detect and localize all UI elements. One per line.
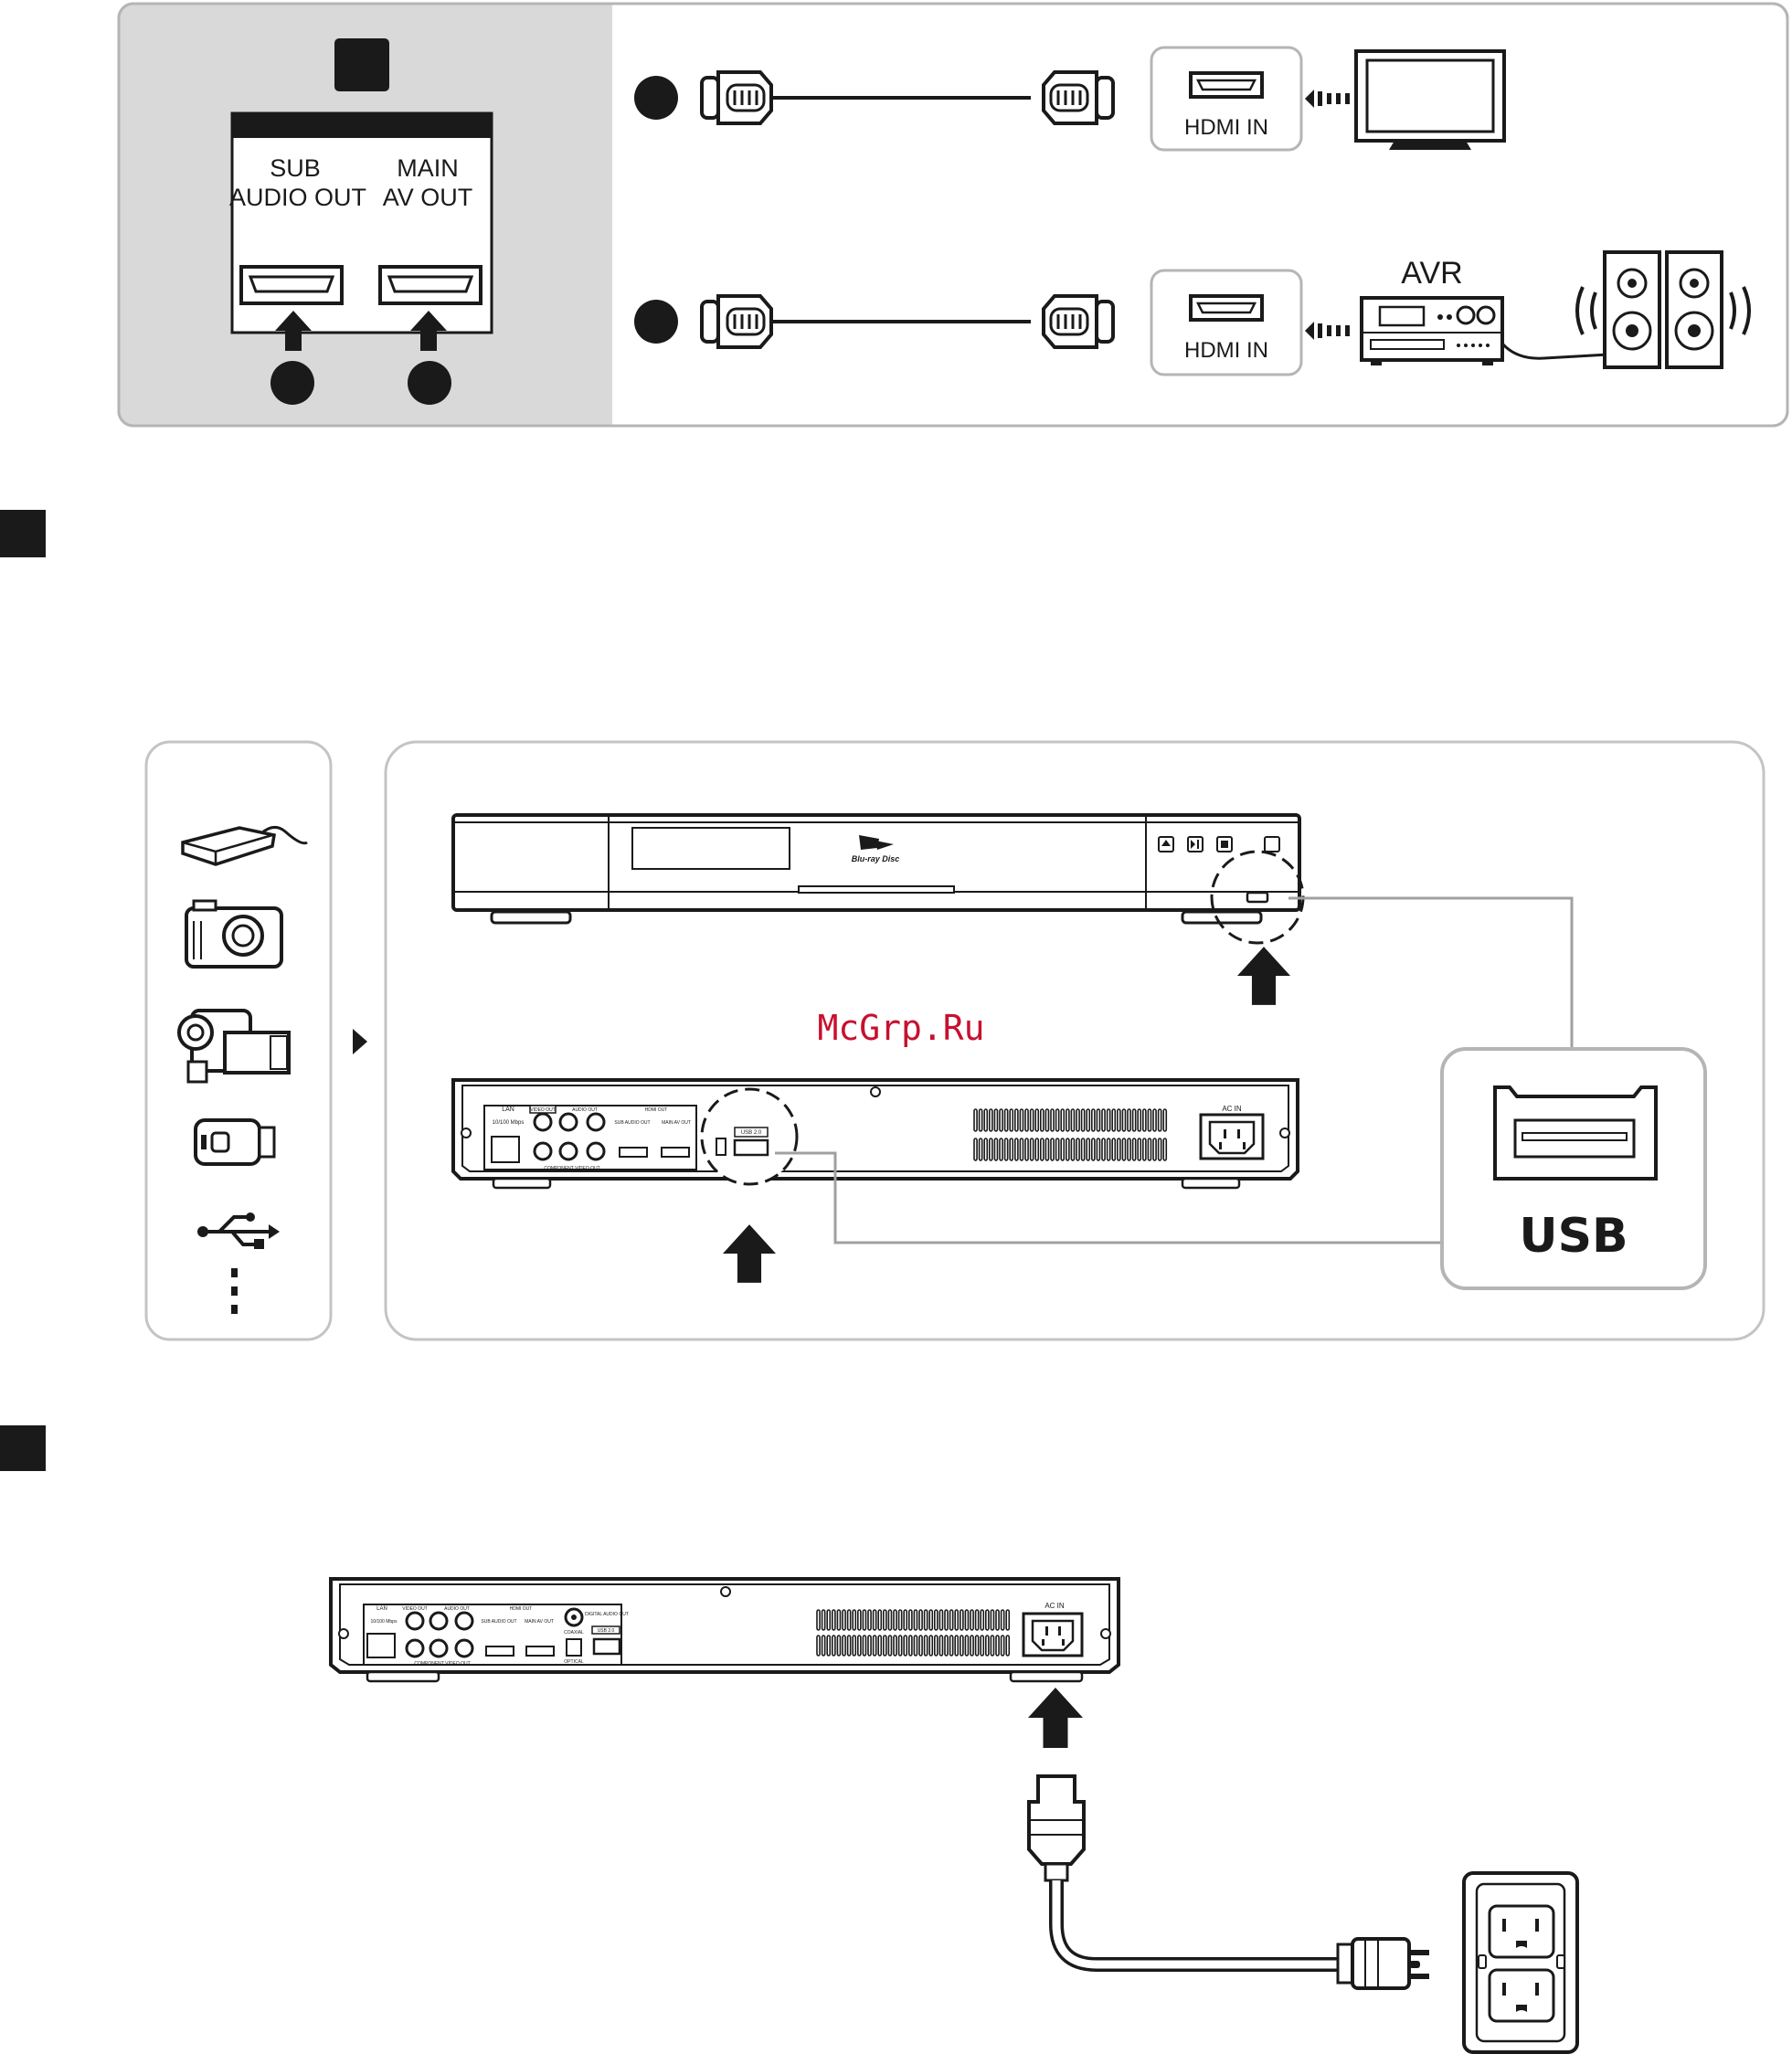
audio-out-label: AUDIO OUT [229,184,366,211]
svg-text:COAXIAL: COAXIAL [564,1630,584,1636]
svg-text:LAN: LAN [376,1606,387,1612]
camcorder-icon [177,1009,291,1084]
hdmi-in-label-2: HDMI IN [1184,338,1268,363]
hdmi-cable-1 [700,70,1115,125]
hdmi-in-box-1: HDMI IN [1150,46,1303,152]
lan-port [491,1136,520,1163]
svg-text:AC IN: AC IN [1044,1602,1065,1610]
avr-icon [1360,296,1504,365]
rear-usb-port [733,1138,769,1157]
svg-text:SUB AUDIO OUT: SUB AUDIO OUT [614,1120,650,1126]
main-hdmi-port [378,265,482,305]
avr-label: AVR [1401,256,1462,291]
dotted-link-2 [1305,322,1350,340]
front-usb-port [1246,891,1269,904]
svg-text:10/100 Mbps: 10/100 Mbps [493,1120,525,1126]
power-up-arrow [1028,1688,1083,1748]
svg-text:VIDEO OUT: VIDEO OUT [530,1107,556,1113]
wall-outlet-icon [1462,1871,1579,2054]
player-rear-view-power: LAN 10/100 Mbps VIDEO OUT AUDIO OUT HDMI… [329,1577,1120,1683]
av-out-label: AV OUT [383,184,473,211]
usb-stick-icon [194,1118,276,1166]
usb-callout: USB [1440,1047,1707,1290]
vent-grille-usb [973,1108,1168,1161]
svg-text:HDMI OUT: HDMI OUT [645,1107,668,1113]
player-front-view: Blu-ray Disc [451,813,1305,945]
tv-icon [1354,49,1506,150]
svg-text:2: 2 [283,368,302,400]
marker-2: 2 [634,300,678,344]
badge-label: A [345,41,378,92]
hdmi-cable-2 [700,294,1115,349]
svg-text:USB 2.0: USB 2.0 [741,1130,762,1136]
front-buttons [1158,836,1280,852]
sub-label: SUB [270,154,321,182]
main-label: MAIN [397,154,459,182]
dotted-link-1 [1305,90,1350,108]
section-marker-3 [0,1425,46,1471]
hdmi-in-label-1: HDMI IN [1184,115,1268,140]
svg-text:AC IN: AC IN [1222,1105,1242,1113]
player-rear-view: LAN 10/100 Mbps VIDEO OUT AUDIO OUT HDMI… [451,1078,1299,1190]
svg-text:MAIN AV OUT: MAIN AV OUT [662,1120,691,1126]
svg-text:VIDEO OUT: VIDEO OUT [402,1606,428,1612]
pointer-arrow-icon [353,1029,367,1054]
sub-hdmi-port [239,265,344,305]
usb-label: USB [1519,1209,1628,1264]
marker-1: 1 [634,76,678,120]
bluray-logo-icon: Blu-ray Disc [852,835,900,863]
svg-text:Blu-ray Disc: Blu-ray Disc [852,854,900,863]
watermark: McGrp.Ru [817,1008,984,1048]
svg-text:OPTICAL: OPTICAL [564,1659,584,1665]
vent-grille-power [816,1609,1011,1657]
camera-icon [185,899,283,969]
section-badge: A [334,38,389,92]
svg-text:DIGITAL AUDIO OUT: DIGITAL AUDIO OUT [585,1612,629,1617]
svg-text:2: 2 [647,307,666,339]
more-devices-dots-icon [231,1268,238,1314]
section-marker-2 [0,510,46,557]
rear-usb-line [775,1151,1442,1244]
svg-text:1: 1 [420,368,440,400]
svg-text:LAN: LAN [502,1106,514,1113]
svg-text:COMPONENT VIDEO OUT: COMPONENT VIDEO OUT [414,1661,470,1667]
front-usb-line [1288,896,1574,1047]
marker-2-bottom: 2 [270,361,314,405]
hard-drive-icon [181,826,308,866]
svg-text:HDMI OUT: HDMI OUT [510,1606,533,1612]
svg-text:SUB AUDIO OUT: SUB AUDIO OUT [481,1619,516,1625]
speakers-icon [1575,250,1751,369]
svg-text:MAIN AV OUT: MAIN AV OUT [525,1619,554,1625]
hdmi-out-panel: HDMI OUT SUB AUDIO OUT MAIN AV OUT [229,111,493,334]
hdmi-in-box-2: HDMI IN [1150,269,1303,376]
hdmi-out-title: HDMI OUT [321,117,411,137]
svg-text:10/100 Mbps: 10/100 Mbps [371,1619,398,1625]
speaker-wire [1500,342,1609,360]
usb-symbol-icon [197,1212,280,1249]
marker-1-bottom: 1 [408,361,451,405]
svg-text:AUDIO OUT: AUDIO OUT [444,1606,470,1612]
svg-text:COMPONENT VIDEO OUT: COMPONENT VIDEO OUT [544,1166,599,1171]
svg-text:AUDIO OUT: AUDIO OUT [572,1107,598,1113]
power-cord [1027,1774,1429,1990]
svg-text:1: 1 [647,83,666,115]
svg-text:USB 2.0: USB 2.0 [598,1628,615,1634]
